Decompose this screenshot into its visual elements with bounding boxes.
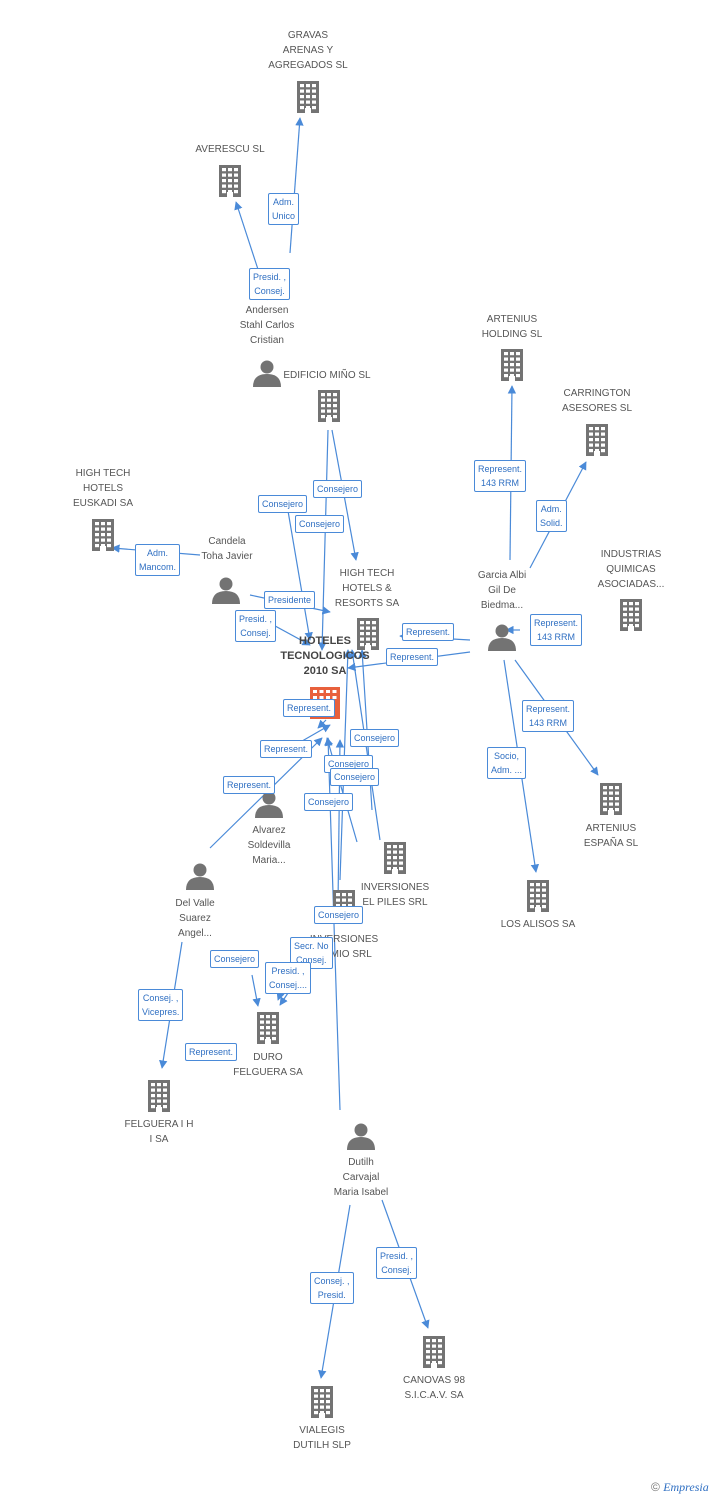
node-label-hth_euskadi[interactable]: HIGH TECH HOTELS EUSKADI SA	[72, 468, 134, 509]
node-label-candela[interactable]: Candela Toha Javier	[201, 536, 253, 562]
relation-edge	[318, 429, 329, 651]
building-icon[interactable]	[311, 1386, 333, 1418]
building-icon[interactable]	[423, 1336, 445, 1368]
brand-name: Empresia	[663, 1480, 709, 1494]
node-label-gravas[interactable]: GRAVAS ARENAS Y AGREGADOS SL	[268, 30, 348, 71]
relation-badge[interactable]: Represent.	[260, 740, 313, 758]
relation-badge[interactable]: Adm. Solid.	[536, 500, 567, 532]
building-icon[interactable]	[357, 618, 379, 650]
relation-badge[interactable]: Consejero	[313, 480, 363, 498]
relation-badge[interactable]: Represent.	[185, 1043, 238, 1061]
relation-badge[interactable]: Consejero	[350, 729, 400, 747]
node-label-los_alisos[interactable]: LOS ALISOS SA	[500, 919, 576, 930]
copyright-icon: ©	[651, 1480, 660, 1494]
relation-badge[interactable]: Adm. Mancom.	[135, 544, 181, 576]
relation-badge[interactable]: Consejero	[330, 768, 380, 786]
relation-edge	[289, 117, 304, 254]
relation-badge[interactable]: Consejero	[295, 515, 345, 533]
relation-badge[interactable]: Presidente	[264, 591, 316, 609]
building-icon[interactable]	[219, 165, 241, 197]
relation-badge[interactable]: Secr. No Consej.	[290, 937, 333, 969]
relation-badge[interactable]: Represent.	[402, 623, 455, 641]
building-icon[interactable]	[586, 424, 608, 456]
person-icon[interactable]	[212, 577, 240, 605]
node-label-felguera_ih[interactable]: FELGUERA I H I SA	[124, 1119, 194, 1145]
footer-brand: © Empresia	[651, 1480, 709, 1495]
relation-badge[interactable]: Represent.	[386, 648, 439, 666]
relation-badge[interactable]: Presid. , Consej.	[376, 1247, 418, 1279]
building-icon[interactable]	[297, 81, 319, 113]
node-label-dutilh[interactable]: Dutilh Carvajal Maria Isabel	[333, 1157, 389, 1198]
relation-badge[interactable]: Presid. , Consej.	[249, 268, 291, 300]
building-icon[interactable]	[384, 842, 406, 874]
relation-badge[interactable]: Consej. , Vicepres.	[138, 989, 184, 1021]
person-icon[interactable]	[488, 624, 516, 652]
person-icon[interactable]	[347, 1123, 375, 1151]
relation-badge[interactable]: Presid. , Consej.	[235, 610, 277, 642]
building-icon[interactable]	[257, 1012, 279, 1044]
building-icon[interactable]	[620, 599, 642, 631]
relation-badge[interactable]: Consejero	[314, 906, 364, 924]
relation-edge	[286, 504, 313, 641]
person-icon[interactable]	[186, 863, 214, 891]
node-label-edificio[interactable]: EDIFICIO MIÑO SL	[283, 370, 371, 381]
person-icon[interactable]	[255, 791, 283, 819]
node-label-andersen[interactable]: Andersen Stahl Carlos Cristian	[239, 305, 295, 346]
relation-badge[interactable]: Consejero	[304, 793, 354, 811]
node-label-duro[interactable]: DURO FELGUERA SA	[233, 1052, 303, 1078]
node-label-canovas[interactable]: CANOVAS 98 S.I.C.A.V. SA	[402, 1375, 466, 1401]
building-icon[interactable]	[92, 519, 114, 551]
node-label-hoteles[interactable]: HOTELES TECNOLOGICOS 2010 SA	[280, 635, 370, 677]
node-label-alvarez[interactable]: Alvarez Soldevilla Maria...	[247, 825, 291, 866]
node-label-inv_somio[interactable]: INVERSIONES SOMIO SRL	[309, 934, 379, 960]
node-label-vialegis[interactable]: VIALEGIS DUTILH SLP	[293, 1425, 351, 1451]
building-icon[interactable]	[148, 1080, 170, 1112]
relation-badge[interactable]: Presid. , Consej....	[265, 962, 312, 994]
relation-badge[interactable]: Consej. , Presid.	[310, 1272, 354, 1304]
relation-badge[interactable]: Socio, Adm. ...	[487, 747, 527, 779]
relation-edge	[251, 974, 261, 1007]
building-icon[interactable]	[527, 880, 549, 912]
person-icon[interactable]	[253, 360, 281, 388]
building-icon[interactable]	[600, 783, 622, 815]
node-label-del_valle[interactable]: Del Valle Suarez Angel...	[175, 898, 215, 939]
relation-badge[interactable]: Consejero	[210, 950, 260, 968]
node-label-averescu[interactable]: AVERESCU SL	[195, 144, 265, 155]
building-icon[interactable]	[318, 390, 340, 422]
relation-edge	[317, 719, 327, 729]
node-label-inversiones_piles[interactable]: INVERSIONES EL PILES SRL	[360, 882, 430, 908]
node-label-hth_resorts[interactable]: HIGH TECH HOTELS & RESORTS SA	[334, 568, 400, 609]
relation-badge[interactable]: Consejero	[258, 495, 308, 513]
node-label-industrias[interactable]: INDUSTRIAS QUIMICAS ASOCIADAS...	[597, 549, 665, 590]
building-icon[interactable]	[501, 349, 523, 381]
relation-badge[interactable]: Represent.	[283, 699, 336, 717]
relation-badge[interactable]: Represent.	[223, 776, 276, 794]
relation-badge[interactable]: Represent. 143 RRM	[530, 614, 583, 646]
relation-badge[interactable]: Represent. 143 RRM	[522, 700, 575, 732]
node-label-artenius_espana[interactable]: ARTENIUS ESPAÑA SL	[583, 823, 639, 849]
relation-badge[interactable]: Represent. 143 RRM	[474, 460, 527, 492]
node-label-garcia[interactable]: Garcia Albi Gil De Biedma...	[477, 570, 527, 611]
node-label-artenius_holding[interactable]: ARTENIUS HOLDING SL	[481, 314, 543, 340]
node-label-carrington[interactable]: CARRINGTON ASESORES SL	[561, 388, 633, 414]
relation-badge[interactable]: Adm. Unico	[268, 193, 300, 225]
